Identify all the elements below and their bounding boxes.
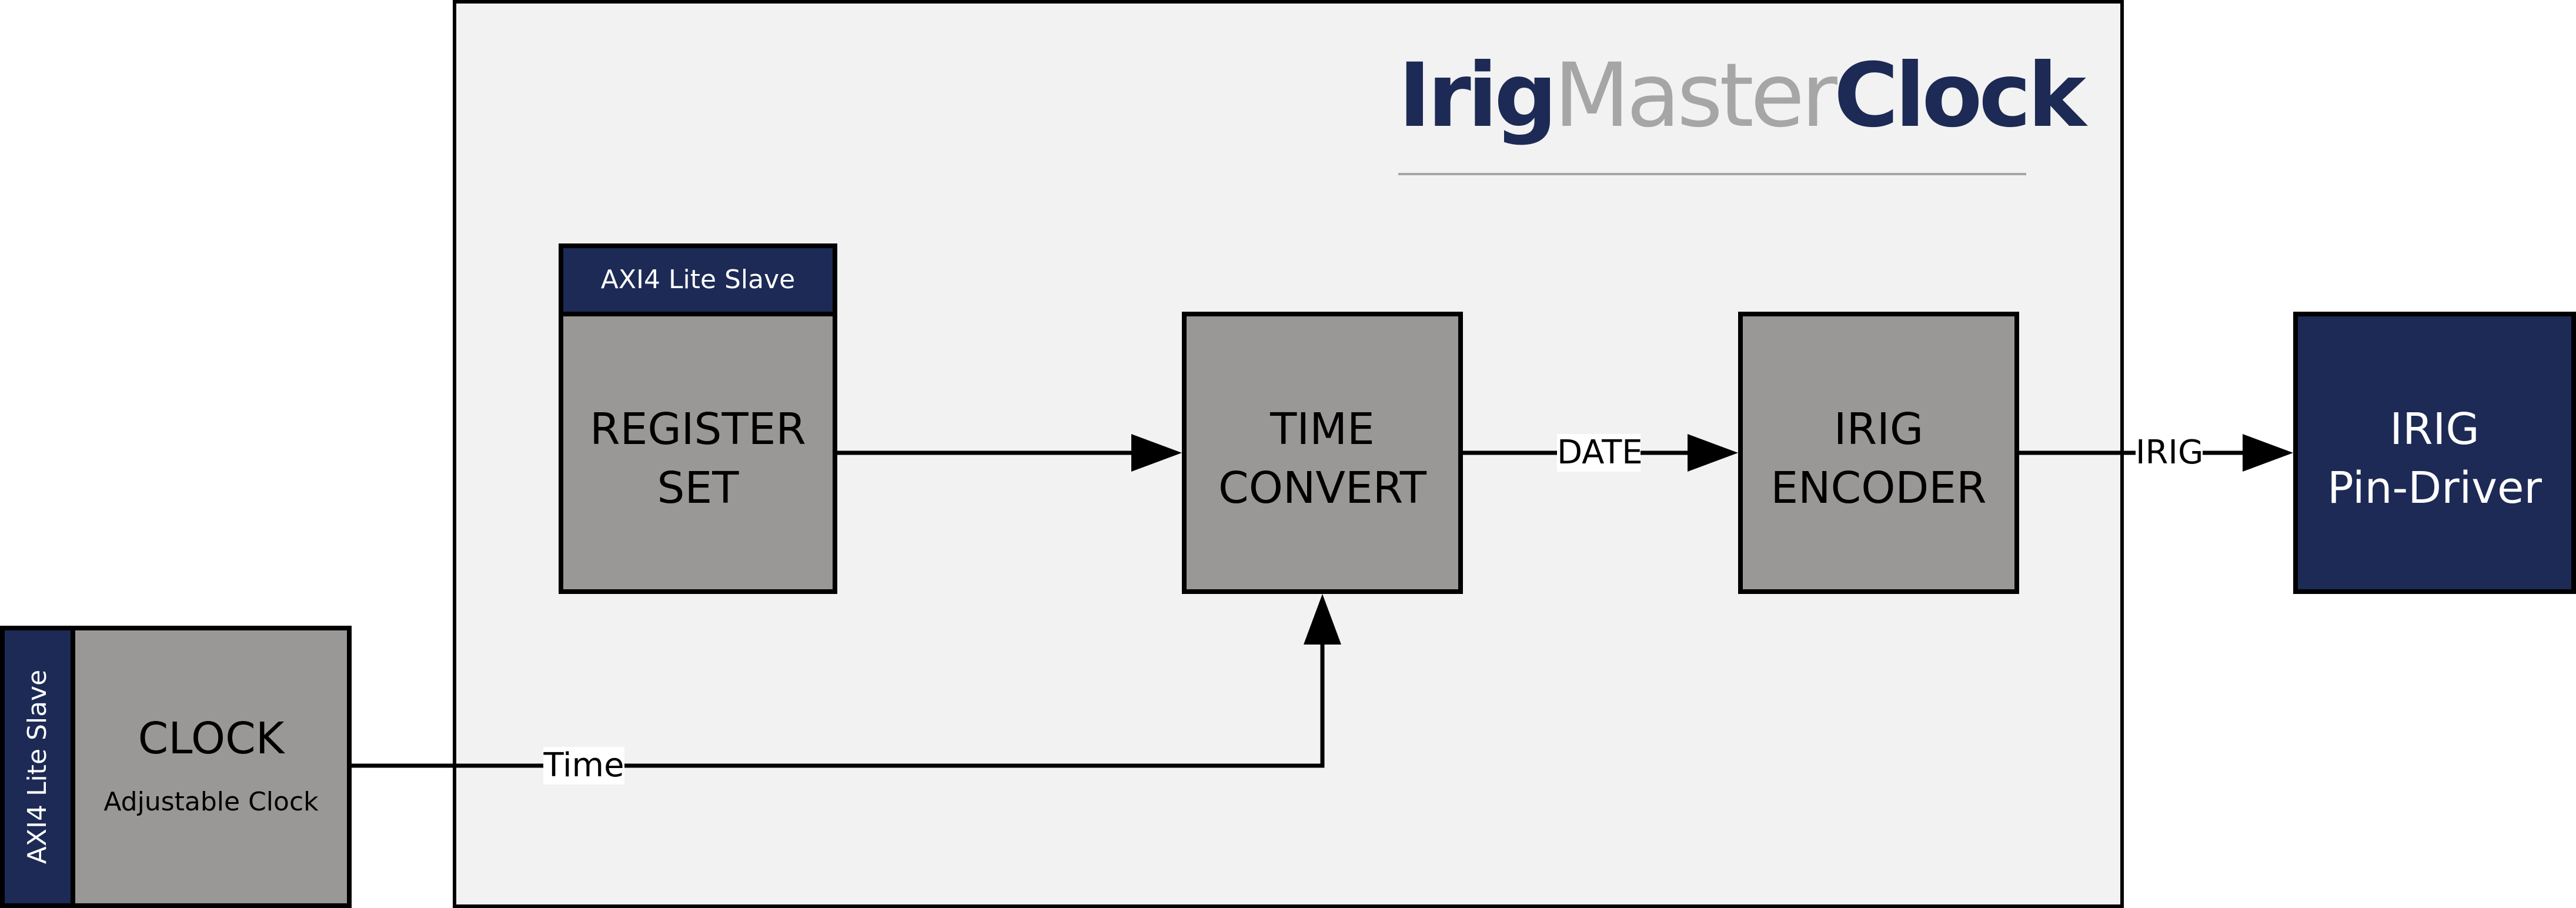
title-irig: Irig: [1398, 45, 1558, 147]
register-set-line2: SET: [657, 463, 739, 513]
edge-label-time: Time: [543, 746, 624, 785]
arrowhead-encoder-to-pindriver: [2243, 434, 2293, 472]
irig-encoder-line2: ENCODER: [1770, 463, 1987, 513]
arrowhead-convert-to-encoder: [1688, 434, 1738, 472]
arrowhead-register-to-convert: [1131, 434, 1182, 472]
pin-driver-line1: IRIG: [2390, 404, 2480, 455]
irig-pin-driver-block: IRIG Pin-Driver: [2293, 312, 2576, 594]
clock-block: CLOCK Adjustable Clock: [71, 626, 352, 908]
arrowhead-clock-to-convert: [1304, 594, 1341, 645]
title-master: Master: [1553, 45, 1837, 147]
register-set-line1: REGISTER: [590, 404, 806, 455]
clock-subtitle: Adjustable Clock: [103, 787, 319, 817]
register-set-block: REGISTER SET: [559, 312, 837, 594]
time-convert-line2: CONVERT: [1218, 463, 1426, 513]
clock-axi-side-header: AXI4 Lite Slave: [0, 626, 75, 908]
pin-driver-line2: Pin-Driver: [2327, 463, 2542, 513]
title-underline: [1398, 173, 2026, 175]
irig-encoder-line1: IRIG: [1833, 404, 1924, 455]
irig-encoder-block: IRIG ENCODER: [1738, 312, 2019, 594]
edge-label-date: DATE: [1557, 433, 1643, 472]
time-convert-block: TIME CONVERT: [1182, 312, 1463, 594]
diagram-title: IrigMasterClock: [1398, 52, 2086, 140]
register-set-axi-header-label: AXI4 Lite Slave: [600, 265, 796, 295]
title-clock: Clock: [1833, 45, 2086, 147]
edge-label-irig: IRIG: [2136, 433, 2204, 472]
wire-clock-to-convert: [352, 645, 1325, 768]
time-convert-line1: TIME: [1270, 404, 1375, 455]
clock-title: CLOCK: [138, 713, 285, 764]
